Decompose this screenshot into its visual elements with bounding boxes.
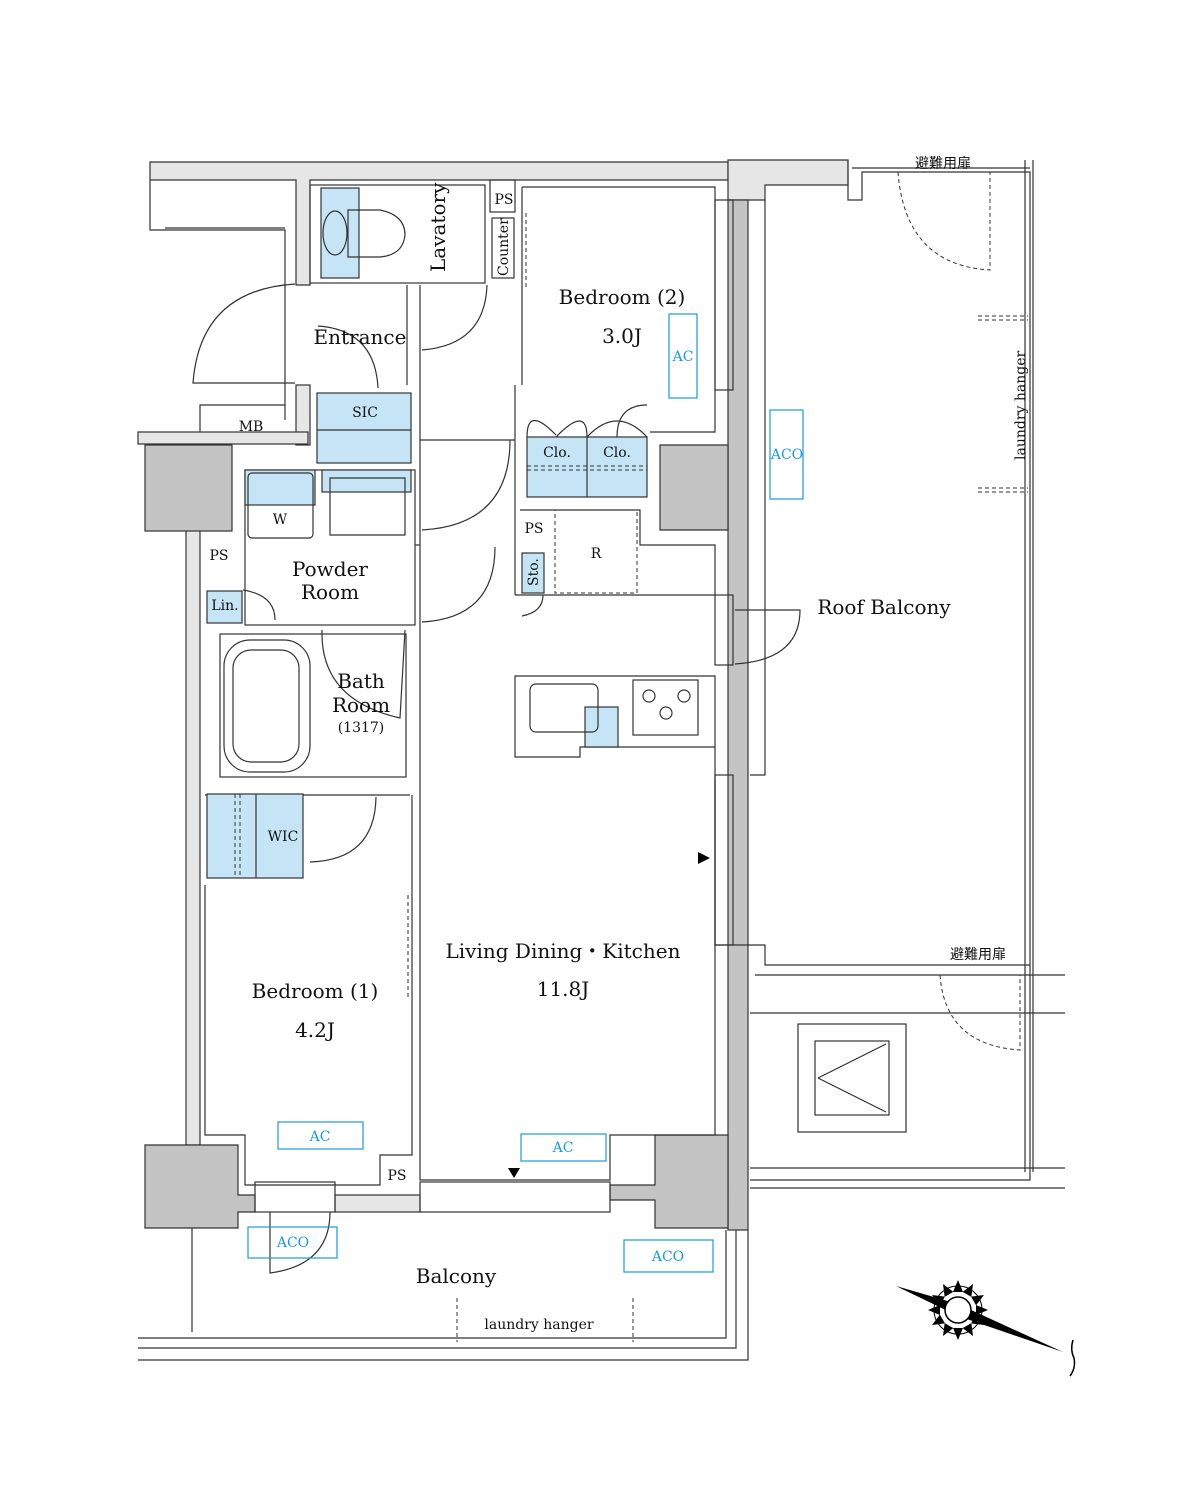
lavatory-label: Lavatory [426, 182, 450, 272]
aco-balcony-right: ACO [651, 1249, 684, 1265]
sic-label: SIC [352, 405, 378, 421]
ac-bedroom2: AC [672, 349, 694, 365]
compass-north-icon [896, 1280, 1076, 1377]
closet-label-1: Clo. [543, 445, 571, 461]
ps-bottom-label: PS [387, 1168, 406, 1184]
partitions [204, 179, 1030, 1213]
ps-kitchen-label: PS [524, 521, 543, 537]
exit-door-top-label: 避難用扉 [915, 156, 971, 172]
ldk-label: Living Dining・Kitchen [446, 939, 681, 963]
walls [137, 159, 849, 1231]
closet-label-2: Clo. [603, 445, 631, 461]
aco-roof: ACO [770, 447, 803, 463]
washer-label: W [273, 512, 288, 528]
powder-room-label-1: Powder [292, 557, 368, 581]
ps-top-label: PS [494, 192, 513, 208]
ldk-size: 11.8J [537, 977, 590, 1001]
doors [192, 283, 801, 1274]
bedroom1-label: Bedroom (1) [252, 979, 379, 1003]
roof-balcony-label: Roof Balcony [817, 595, 951, 619]
bath-room-label-1: Bath [337, 669, 385, 693]
exit-door-bottom-label: 避難用扉 [950, 947, 1006, 963]
roof-balcony-outline [750, 160, 1065, 1189]
balcony-label: Balcony [416, 1264, 497, 1288]
balcony-laundry-hanger-label: laundry hanger [484, 1317, 593, 1333]
ac-ldk: AC [552, 1140, 574, 1156]
counter-label: Counter [496, 218, 512, 276]
refrigerator-label: R [591, 546, 602, 562]
powder-room-label-2: Room [301, 580, 359, 604]
bath-room-size: (1317) [338, 720, 385, 736]
mb-label: MB [239, 419, 264, 435]
ac-boxes [247, 313, 804, 1273]
roof-laundry-hanger-label: laundry hanger [1013, 351, 1029, 460]
balcony-outline [138, 1228, 749, 1361]
wic-label: WIC [268, 829, 299, 845]
bedroom2-label: Bedroom (2) [559, 285, 686, 309]
entrance-label: Entrance [314, 325, 407, 349]
storage-label: Sto. [526, 558, 542, 586]
ac-bedroom1: AC [309, 1129, 331, 1145]
bath-room-label-2: Room [332, 693, 390, 717]
bedroom1-size: 4.2J [295, 1018, 335, 1042]
linen-label: Lin. [211, 598, 238, 614]
aco-balcony-left: ACO [276, 1235, 309, 1251]
fixtures [206, 187, 699, 1000]
ps-left-label: PS [209, 548, 228, 564]
bedroom2-size: 3.0J [602, 324, 642, 348]
